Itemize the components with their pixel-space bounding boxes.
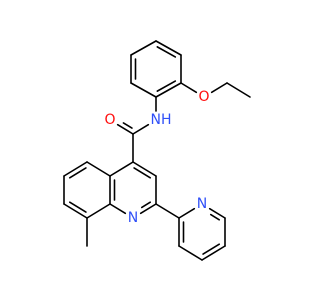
bond-line — [208, 207, 226, 219]
double-bond-line — [122, 122, 133, 129]
atom-label-n3: N — [197, 196, 207, 212]
bond-line — [116, 123, 134, 135]
atom-label-o2: O — [104, 112, 115, 128]
double-bond-line — [68, 201, 87, 213]
atom-label-layer: O NH O N N — [104, 89, 209, 226]
bond-line — [178, 207, 196, 219]
bond-line — [130, 40, 157, 56]
bond-line — [155, 203, 180, 219]
double-bond-line — [140, 201, 152, 209]
molecule-structure: O NH O N N — [63, 40, 251, 261]
atom-label-n2: N — [128, 210, 138, 226]
bond-line — [201, 245, 226, 261]
bond-line — [139, 203, 157, 215]
double-bond-line — [209, 213, 221, 221]
double-bond-line — [133, 167, 152, 179]
bond-line — [132, 161, 157, 177]
bond-line — [63, 161, 88, 177]
molecule-diagram: O NH O N N — [63, 40, 251, 261]
bond-line — [155, 40, 182, 56]
bond-line — [109, 203, 127, 215]
atom-label-o1: O — [198, 89, 209, 105]
double-bond-line — [156, 46, 177, 58]
bond-line — [86, 161, 111, 177]
bond-line — [155, 82, 182, 98]
double-bond-line — [156, 80, 177, 92]
bond-layer — [63, 40, 251, 261]
bond-line — [86, 203, 111, 219]
bond-line — [210, 82, 228, 94]
bond-line — [63, 203, 88, 219]
double-bond-line — [202, 243, 221, 255]
bond-line — [178, 245, 203, 261]
bond-line — [132, 123, 150, 135]
bond-line — [109, 161, 134, 177]
bond-line — [226, 82, 251, 98]
bond-line — [180, 82, 198, 94]
double-bond-line — [68, 167, 87, 179]
bond-line — [130, 82, 157, 98]
atom-label-n1: NH — [151, 112, 172, 128]
